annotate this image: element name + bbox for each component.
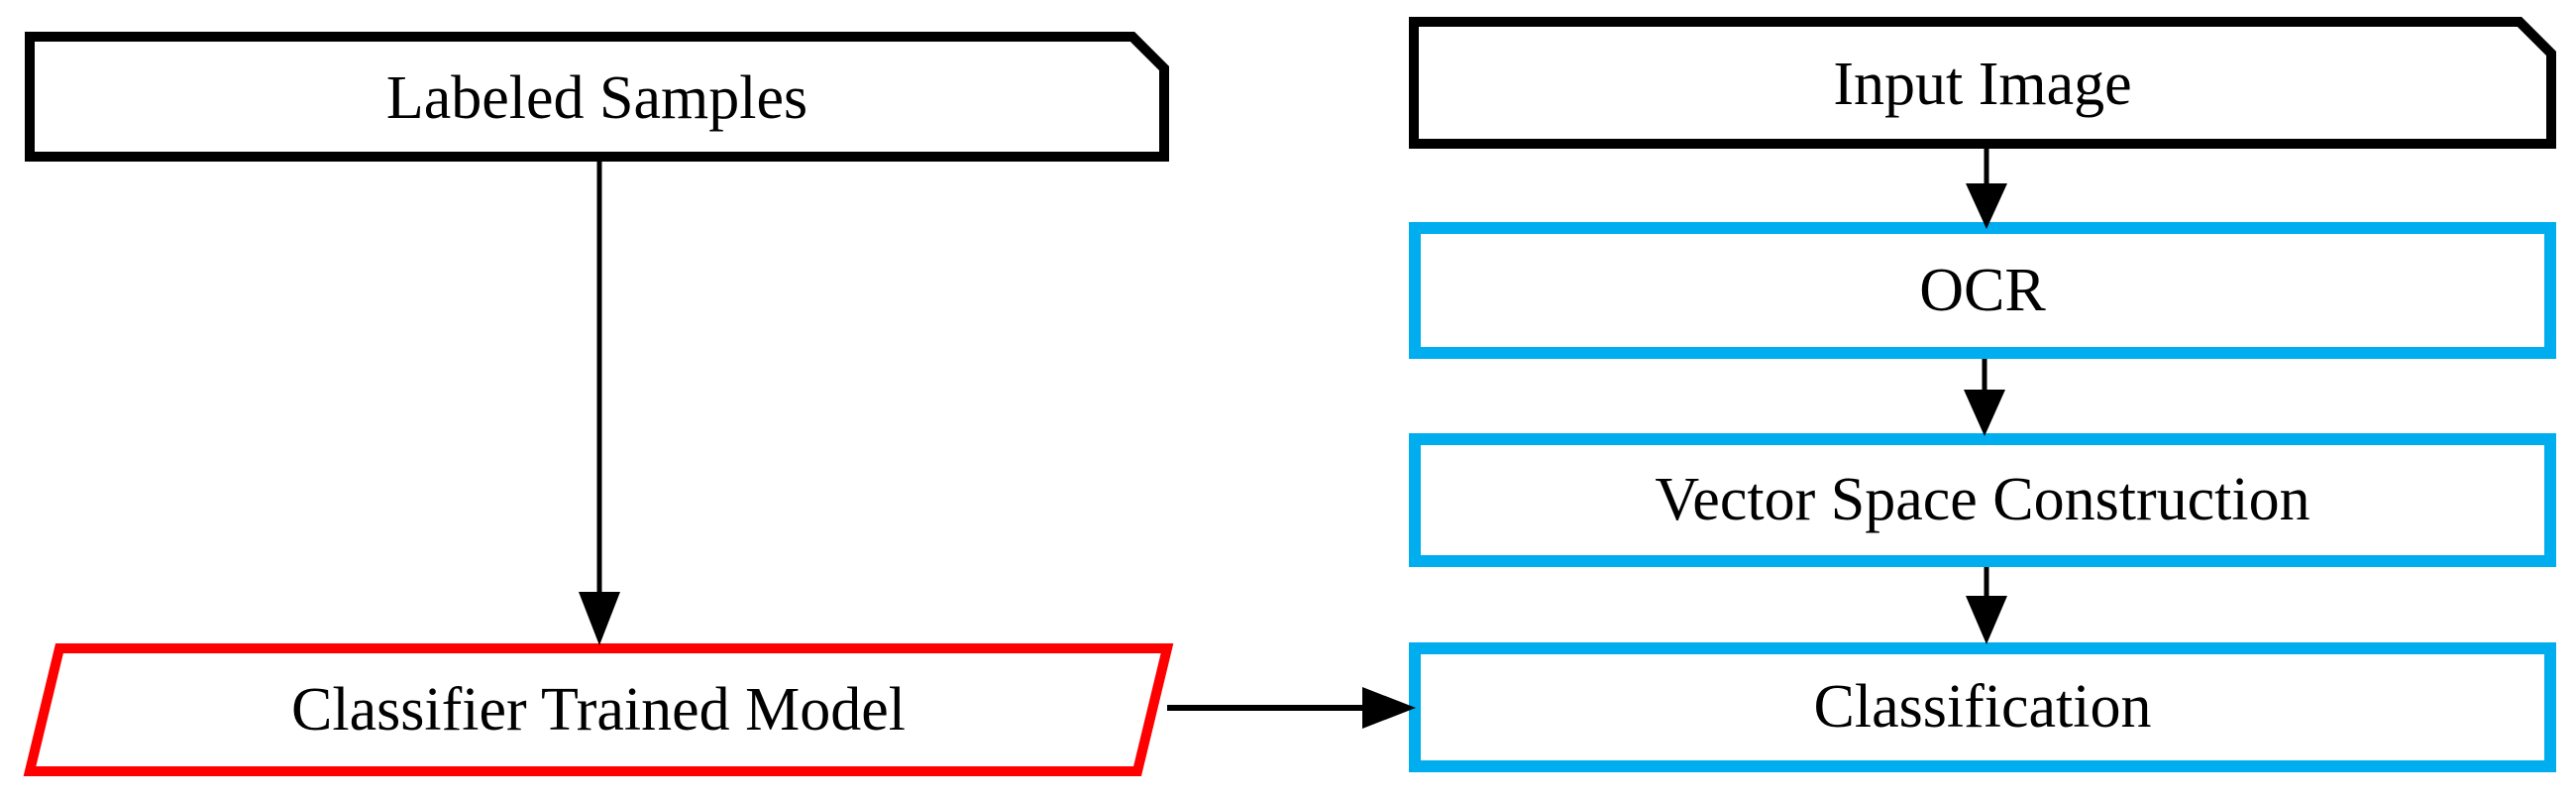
arrowhead-down-icon	[1966, 596, 2007, 644]
arrowhead-down-icon	[579, 592, 620, 645]
arrowhead-down-icon	[1966, 183, 2007, 229]
edge-classifier-trained-model-to-classification	[1167, 687, 1416, 729]
arrowhead-right-icon	[1362, 687, 1416, 729]
edge-ocr-to-vector-space-construction	[1964, 359, 2005, 436]
vector-space-construction-box	[1409, 433, 2556, 567]
ocr-box	[1409, 222, 2556, 359]
edge-labeled-samples-to-classifier-trained-model	[579, 162, 620, 645]
input-image-box	[1409, 17, 2556, 149]
classification-box	[1409, 642, 2556, 772]
labeled-samples-box	[25, 32, 1169, 162]
arrowhead-down-icon	[1964, 390, 2005, 436]
edge-input-image-to-ocr	[1966, 149, 2007, 229]
edge-vector-space-construction-to-classification	[1966, 567, 2007, 644]
classifier-trained-model-box	[23, 643, 1174, 776]
